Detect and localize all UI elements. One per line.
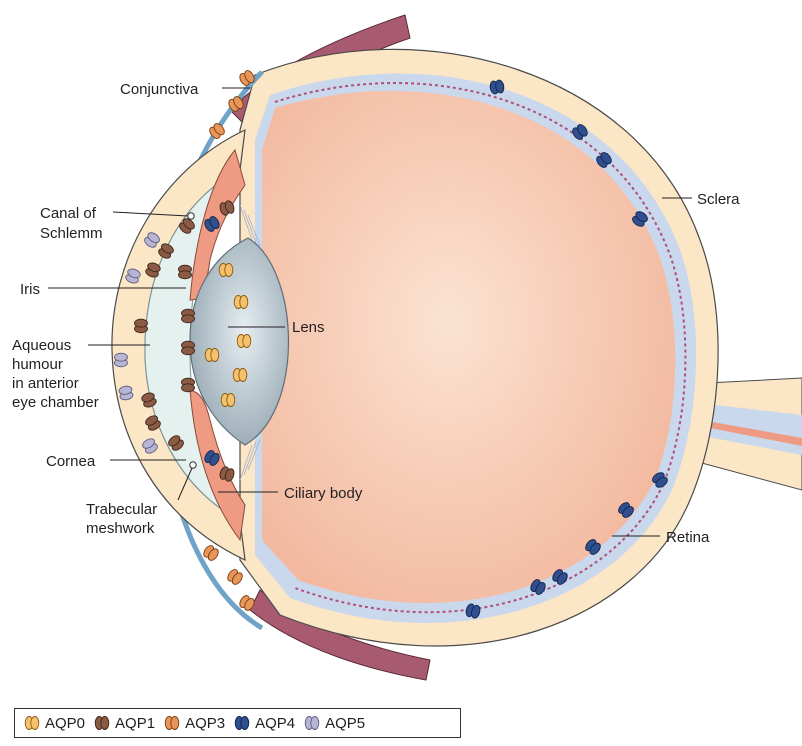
aqp1-marker-14 [179, 265, 192, 279]
aqp0-marker-29 [221, 394, 235, 407]
label-aqueous-2: humour [12, 356, 63, 373]
aqp4-legend-glyph [235, 717, 249, 730]
aqp3-icon [163, 715, 181, 731]
aqp1-legend-glyph [95, 717, 109, 730]
aqp1-marker-16 [135, 319, 148, 333]
aqp0-marker-24 [219, 264, 233, 277]
label-iris: Iris [20, 281, 40, 298]
aqp0-marker-27 [205, 349, 219, 362]
aqp4-marker-32 [489, 79, 505, 94]
legend-item-aqp5: AQP5 [303, 715, 365, 732]
aqp5-marker-9 [118, 385, 133, 401]
legend-label-aqp3: AQP3 [185, 715, 225, 732]
aqp1-marker-15 [182, 309, 195, 323]
aqp1-icon [93, 715, 111, 731]
label-sclera: Sclera [697, 191, 740, 208]
legend: AQP0 AQP1 AQP3 AQP4 AQP5 [14, 708, 461, 738]
aqp3-legend-glyph [165, 717, 179, 730]
canal-of-schlemm-dot [188, 213, 194, 219]
legend-label-aqp1: AQP1 [115, 715, 155, 732]
legend-label-aqp0: AQP0 [45, 715, 85, 732]
label-cornea: Cornea [46, 453, 96, 470]
aqp1-marker-18 [182, 378, 195, 392]
aqp1-marker-17 [182, 341, 195, 355]
label-trabecular-2: meshwork [86, 520, 155, 537]
label-aqueous-3: in anterior [12, 375, 79, 392]
aqp0-marker-28 [233, 369, 247, 382]
aqp5-marker-8 [115, 353, 128, 367]
label-trabecular-1: Trabecular [86, 501, 157, 518]
aqp3-marker-3 [202, 544, 221, 562]
eye-diagram: Conjunctiva Canal of Schlemm Iris Aqueou… [0, 0, 802, 700]
aqp4-icon [233, 715, 251, 731]
label-aqueous-1: Aqueous [12, 337, 71, 354]
aqp0-icon [23, 715, 41, 731]
label-aqueous-4: eye chamber [12, 394, 99, 411]
aqp5-legend-glyph [305, 717, 319, 730]
aqp0-legend-glyph [25, 717, 39, 730]
legend-item-aqp4: AQP4 [233, 715, 295, 732]
label-ciliary-body: Ciliary body [284, 485, 363, 502]
legend-item-aqp1: AQP1 [93, 715, 155, 732]
label-lens: Lens [292, 319, 325, 336]
aqp3-marker-4 [226, 568, 245, 586]
aqp5-icon [303, 715, 321, 731]
trabecular-meshwork-dot [190, 462, 196, 468]
aqp0-marker-25 [234, 296, 248, 309]
legend-label-aqp5: AQP5 [325, 715, 365, 732]
label-conjunctiva: Conjunctiva [120, 81, 199, 98]
legend-label-aqp4: AQP4 [255, 715, 295, 732]
legend-item-aqp3: AQP3 [163, 715, 225, 732]
label-retina: Retina [666, 529, 710, 546]
label-canal-of-schlemm-1: Canal of [40, 205, 97, 222]
label-canal-of-schlemm-2: Schlemm [40, 225, 103, 242]
aqp0-marker-26 [237, 335, 251, 348]
legend-item-aqp0: AQP0 [23, 715, 85, 732]
